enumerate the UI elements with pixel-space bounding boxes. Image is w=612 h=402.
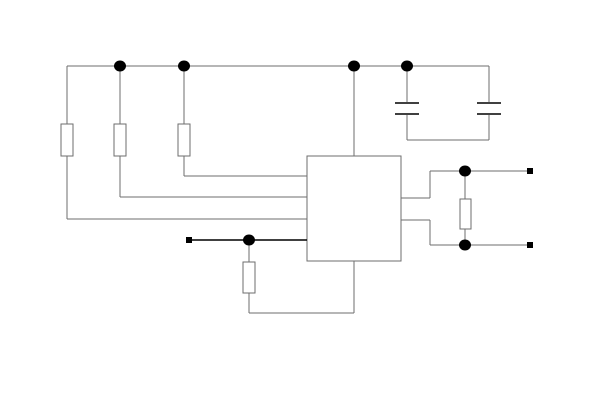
junction-dot	[401, 60, 413, 72]
middle-resistor-branch	[113, 66, 307, 198]
input-terminal	[186, 237, 192, 243]
junction-dot	[459, 165, 471, 177]
junction-dot	[459, 239, 471, 251]
output-section	[401, 168, 533, 248]
junction-dot	[348, 60, 360, 72]
right-resistor-branch	[177, 66, 307, 177]
junction-nodes	[114, 60, 471, 251]
junction-dot	[178, 60, 190, 72]
junction-dot	[243, 234, 255, 246]
resistor-r1	[60, 123, 74, 157]
left-resistor-branch	[60, 66, 307, 220]
resistor-r3	[177, 123, 191, 157]
output-terminal-top	[527, 168, 533, 174]
resistor-r4	[242, 261, 256, 294]
resistor-r5	[459, 198, 472, 230]
resistor-r2	[113, 123, 127, 157]
ic-block	[306, 155, 402, 262]
junction-dot	[114, 60, 126, 72]
capacitor-network	[395, 66, 501, 141]
output-terminal-bottom	[527, 242, 533, 248]
